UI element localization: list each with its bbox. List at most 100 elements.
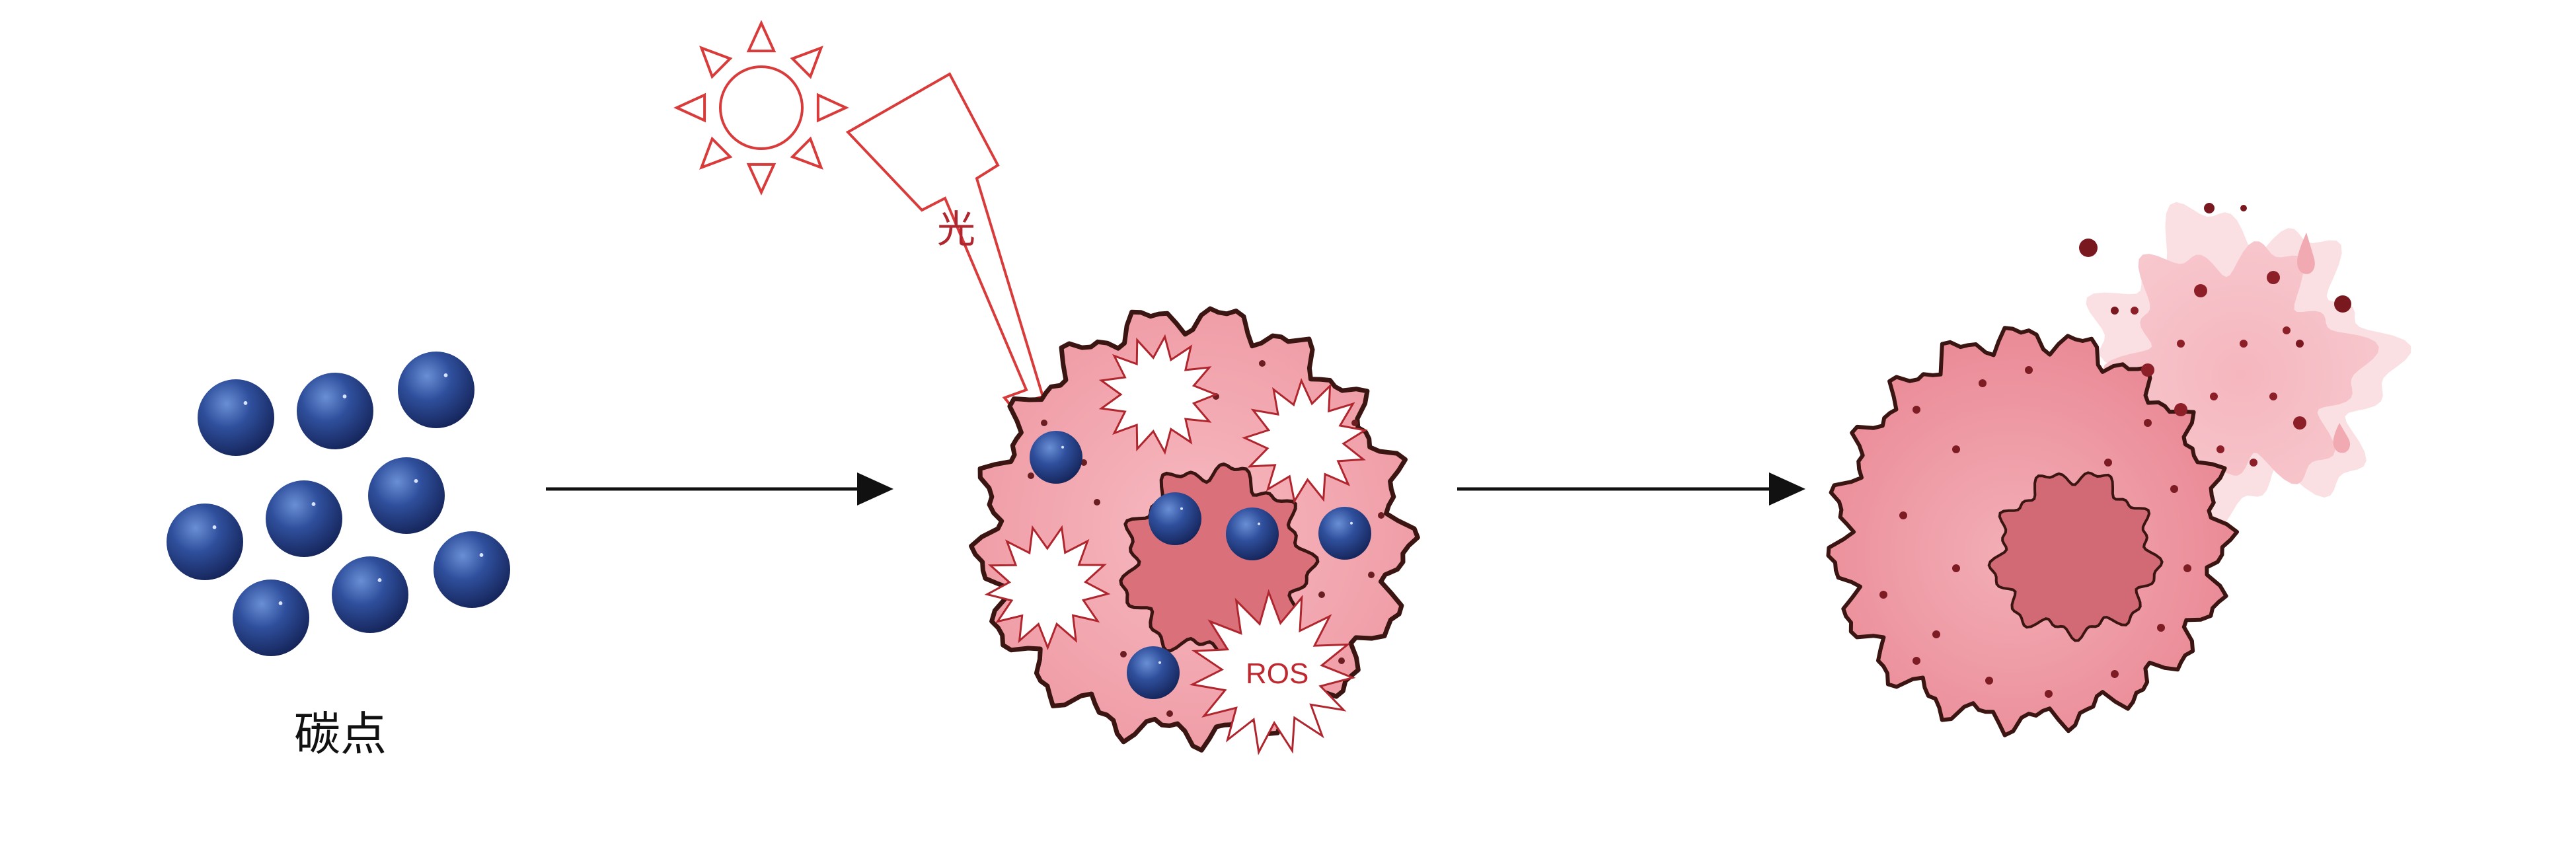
carbon-dot-sphere [1226,507,1279,560]
carbon-dot-highlight [1061,445,1064,449]
debris-particle [2177,340,2185,348]
carbon-dot-highlight [311,502,316,506]
carbon-dot [1127,646,1180,699]
carbon-dot-highlight [1350,521,1353,525]
droplet-icon [2333,423,2351,453]
carbon-dot-sphere [368,457,445,534]
cell-speck [1932,630,1940,638]
sun-ray [699,136,733,170]
cell-speck [1913,657,1920,665]
debris-particle [2216,445,2224,453]
cell-speck [2144,419,2152,427]
cell-speck [2025,366,2033,374]
damaged-cell [1826,202,2411,737]
cell-speck [1166,710,1173,717]
carbon-dot [434,531,510,608]
cell-speck [2170,485,2178,493]
carbon-dot-sphere [1318,507,1371,560]
light-label: 光 [937,207,976,252]
carbon-dot-highlight [443,373,448,377]
carbon-dot-highlight [414,479,418,483]
carbon-dot-sphere [233,580,309,656]
cell-speck [1879,591,1887,599]
carbon-dot [1226,507,1279,560]
carbon-dots-label: 碳点 [294,707,387,761]
carbon-dot [398,352,474,428]
cell-speck [1952,445,1960,453]
carbon-dot-highlight [278,601,283,605]
carbon-dot [167,504,243,580]
ros-label: ROS [1246,657,1309,690]
cell-speck [1913,406,1920,414]
carbon-dot-highlight [212,525,217,529]
carbon-dot-highlight [342,394,347,398]
carbon-dot [1318,507,1371,560]
cell-speck [1351,420,1358,426]
carbon-dot-highlight [479,553,484,557]
debris-particle [2210,393,2218,400]
carbon-dot-sphere [434,531,510,608]
cell-speck [1318,591,1325,598]
debris-particle [2269,393,2277,400]
sun-icon [673,20,849,196]
irradiated-cell [969,306,1420,756]
cell-speck [1120,651,1127,657]
sun-ray [790,136,823,170]
debris-particle [2141,363,2154,377]
carbon-dot [368,457,445,534]
carbon-dot-highlight [1258,522,1260,525]
carbon-dot [1149,492,1201,545]
debris-particle [2250,459,2257,467]
sun-ray [746,20,777,53]
cell-speck [1028,472,1034,479]
carbon-dot [198,379,274,456]
debris-particle [2079,239,2098,257]
ros-burst-icon [1189,589,1356,756]
debris-particle [2204,203,2215,213]
debris-particle [2131,307,2139,315]
debris-particle [2240,340,2248,348]
debris-particle [2240,205,2247,211]
cell-speck [1094,499,1100,505]
carbon-dot-sphere [1149,492,1201,545]
ros-burst-icon [1098,334,1219,455]
cell-speck [1985,677,1993,685]
carbon-dot-sphere [398,352,474,428]
cell-speck [1338,657,1345,664]
cell-speck [2045,690,2053,698]
sun-ray [673,93,706,123]
sun-ray [790,46,823,79]
carbon-dot-highlight [1180,507,1183,510]
carbon-dot-highlight [243,401,248,405]
carbon-dots-cluster [167,352,510,656]
debris-particle [2283,326,2291,334]
carbon-dot-sphere [297,373,373,449]
carbon-dot-highlight [377,578,382,582]
sun-ray [746,163,777,196]
cell-speck [1368,572,1375,578]
carbon-dot-sphere [198,379,274,456]
cell-speck [1979,379,1987,387]
cell-speck [1378,512,1384,519]
debris-particle [2293,416,2306,430]
carbon-dot [266,480,342,557]
sun-ray [816,93,849,123]
carbon-dot-sphere [1127,646,1180,699]
cell-speck [1952,564,1960,572]
debris-particle [2334,295,2351,313]
carbon-dot [297,373,373,449]
carbon-dot-sphere [266,480,342,557]
cell-speck [2157,624,2165,632]
cell-speck [2111,670,2119,678]
debris-particle [2111,307,2119,315]
carbon-dot-sphere [167,504,243,580]
sun-ray [699,46,733,79]
carbon-dot [332,556,408,633]
cell-speck [1259,360,1266,367]
debris-particle [2174,403,2187,416]
ros-burst-icon [984,525,1111,651]
cell-nucleus [1987,471,2164,642]
cell-speck [1899,511,1907,519]
